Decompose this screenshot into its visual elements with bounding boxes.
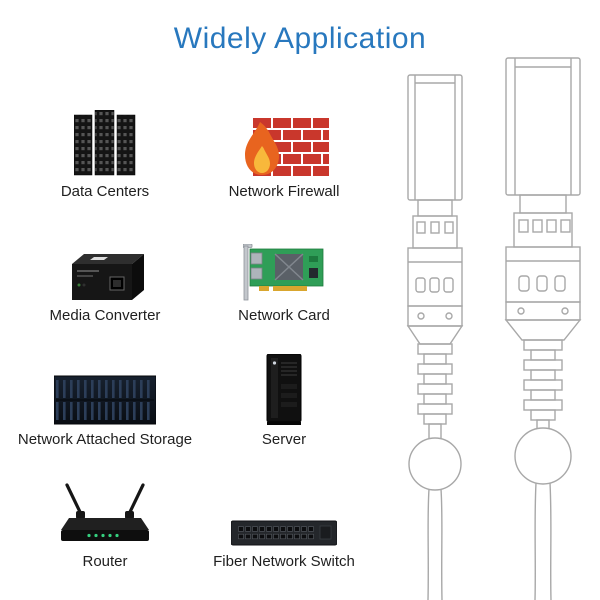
fiber-network-switch-icon xyxy=(231,458,337,548)
app-item-network-firewall: Network Firewall xyxy=(194,104,374,200)
app-label: Fiber Network Switch xyxy=(213,552,355,570)
network-card-icon xyxy=(243,228,325,302)
media-converter-icon xyxy=(66,228,144,302)
app-item-data-centers: Data Centers xyxy=(15,104,195,200)
app-item-fiber-network-switch: Fiber Network Switch xyxy=(194,458,374,570)
app-item-server: Server xyxy=(194,348,374,448)
server-icon xyxy=(264,348,304,426)
dac-cable-connectors-drawing xyxy=(406,57,582,600)
app-item-network-card: Network Card xyxy=(194,228,374,324)
app-label: Media Converter xyxy=(49,306,161,324)
network-firewall-icon xyxy=(239,104,329,178)
app-item-router: Router xyxy=(15,458,195,570)
app-label: Network Attached Storage xyxy=(17,430,193,448)
app-label: Data Centers xyxy=(60,182,150,200)
router-icon xyxy=(57,458,153,548)
connector-drawing-right xyxy=(504,57,582,600)
data-centers-icon xyxy=(74,104,136,178)
nas-icon xyxy=(54,348,156,426)
app-label: Server xyxy=(261,430,307,448)
app-item-media-converter: Media Converter xyxy=(15,228,195,324)
app-label: Network Card xyxy=(238,306,330,324)
app-label: Router xyxy=(82,552,128,570)
connector-drawing-left xyxy=(406,74,464,600)
page-title: Widely Application xyxy=(173,22,427,55)
app-label: Network Firewall xyxy=(228,182,340,200)
app-item-network-attached-storage: Network Attached Storage xyxy=(15,348,195,448)
